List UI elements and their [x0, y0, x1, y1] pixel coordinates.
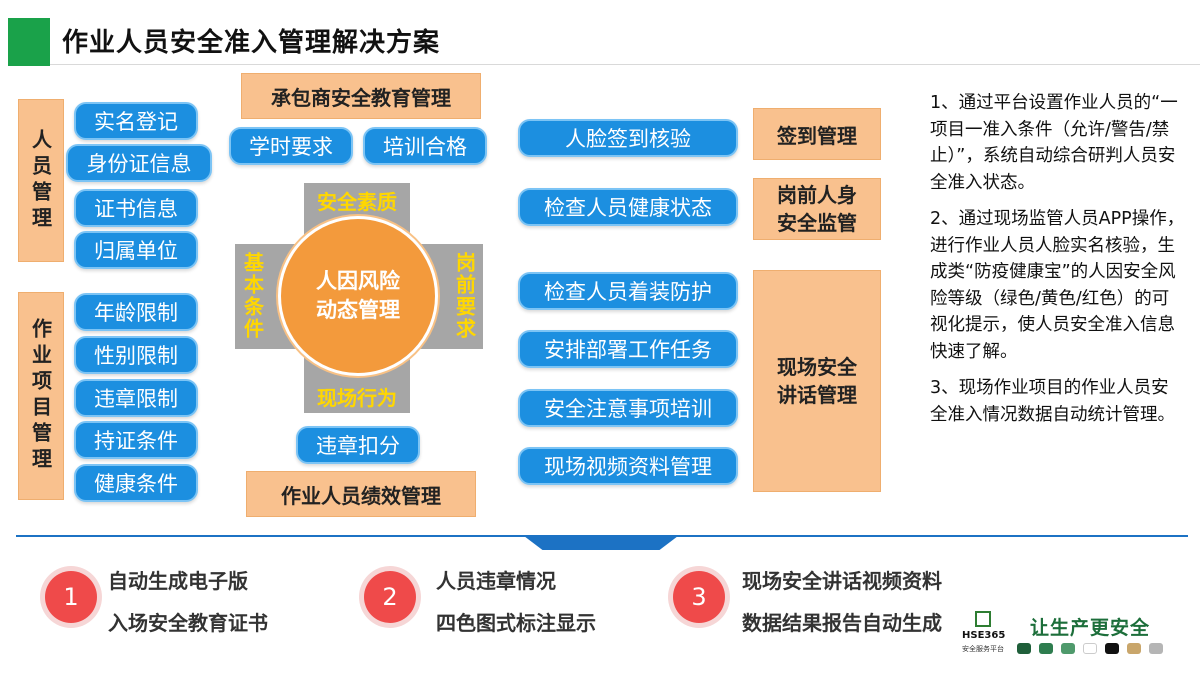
pre-job-safety-line-2: 安全监管 — [777, 211, 857, 235]
description-panel: 1、通过平台设置作业人员的“一项目一准入条件（允许/警告/禁止）”，系统自动综合… — [930, 90, 1185, 438]
hse365-logo-icon — [975, 611, 991, 627]
pill-study-hours[interactable]: 学时要求 — [229, 127, 353, 165]
pill-training-passed[interactable]: 培训合格 — [363, 127, 487, 165]
pill-real-name-registration[interactable]: 实名登记 — [74, 102, 198, 140]
pill-task-assignment[interactable]: 安排部署工作任务 — [518, 330, 738, 368]
title-accent-bar — [8, 18, 50, 66]
pill-affiliated-unit[interactable]: 归属单位 — [74, 231, 198, 269]
swatch — [1083, 643, 1097, 654]
feature-2-line-1: 人员违章情况 — [436, 569, 556, 593]
site-talk-line-1: 现场安全 — [777, 355, 857, 379]
cross-label-safety-quality: 安全素质 — [317, 190, 397, 214]
pill-certificate-info[interactable]: 证书信息 — [74, 189, 198, 227]
feature-1-line-2: 入场安全教育证书 — [108, 611, 268, 635]
description-item-2: 2、通过现场监管人员APP操作，进行作业人员人脸实名核验，生成类“防疫健康宝”的… — [930, 209, 1185, 362]
brand-slogan: 让生产更安全 — [1030, 617, 1151, 639]
brand-subtitle: 安全服务平台 — [962, 645, 1004, 653]
pill-safety-training[interactable]: 安全注意事项培训 — [518, 389, 738, 427]
pill-gender-limit[interactable]: 性别限制 — [74, 336, 198, 374]
feature-3-line-2: 数据结果报告自动生成 — [742, 611, 942, 635]
site-talk-line-2: 讲话管理 — [777, 383, 857, 407]
circle-line-2: 动态管理 — [316, 298, 400, 322]
swatch — [1105, 643, 1119, 654]
feature-1-line-1: 自动生成电子版 — [108, 569, 248, 593]
feature-2: 人员违章情况 四色图式标注显示 — [436, 560, 596, 644]
pre-job-safety-label: 岗前人身 安全监管 — [753, 178, 881, 240]
pill-certification-condition[interactable]: 持证条件 — [74, 421, 198, 459]
contractor-education-header: 承包商安全教育管理 — [241, 73, 481, 119]
pill-violation-deduction[interactable]: 违章扣分 — [296, 426, 420, 464]
divider-tab — [524, 536, 678, 550]
swatch — [1039, 643, 1053, 654]
feature-number-3: 3 — [673, 571, 725, 623]
feature-1: 自动生成电子版 入场安全教育证书 — [108, 560, 268, 644]
swatch — [1061, 643, 1075, 654]
pill-health-check[interactable]: 检查人员健康状态 — [518, 188, 738, 226]
feature-number-1: 1 — [45, 571, 97, 623]
cross-label-basic-conditions: 基本条件 — [240, 252, 265, 340]
swatch — [1149, 643, 1163, 654]
cross-label-pre-job-requirements: 岗前要求 — [452, 252, 477, 340]
title-divider — [50, 64, 1200, 65]
pill-attire-protection[interactable]: 检查人员着装防护 — [518, 272, 738, 310]
description-item-3: 3、现场作业项目的作业人员安全准入情况数据自动统计管理。 — [930, 378, 1175, 425]
site-talk-management-label: 现场安全 讲话管理 — [753, 270, 881, 492]
page-title: 作业人员安全准入管理解决方案 — [62, 28, 441, 58]
swatch — [1017, 643, 1031, 654]
swatch — [1127, 643, 1141, 654]
brand-name: HSE365 — [962, 630, 1006, 641]
feature-number-2: 2 — [364, 571, 416, 623]
pill-age-limit[interactable]: 年龄限制 — [74, 293, 198, 331]
cross-label-on-site-behavior: 现场行为 — [317, 386, 397, 410]
checkin-management-label: 签到管理 — [753, 108, 881, 160]
circle-line-1: 人因风险 — [316, 268, 400, 293]
work-project-management-label: 作业项目管理 — [18, 292, 64, 500]
pill-face-checkin[interactable]: 人脸签到核验 — [518, 119, 738, 157]
performance-management-header: 作业人员绩效管理 — [246, 471, 476, 517]
human-factor-risk-circle: 人因风险 动态管理 — [278, 216, 438, 376]
brand-color-swatches — [1017, 643, 1163, 654]
pill-violation-limit[interactable]: 违章限制 — [74, 379, 198, 417]
feature-3: 现场安全讲话视频资料 数据结果报告自动生成 — [742, 560, 942, 644]
pill-health-condition[interactable]: 健康条件 — [74, 464, 198, 502]
pill-video-management[interactable]: 现场视频资料管理 — [518, 447, 738, 485]
description-item-1: 1、通过平台设置作业人员的“一项目一准入条件（允许/警告/禁止）”，系统自动综合… — [930, 93, 1178, 193]
pre-job-safety-line-1: 岗前人身 — [777, 183, 857, 207]
feature-3-line-1: 现场安全讲话视频资料 — [742, 569, 942, 593]
personnel-management-label: 人员管理 — [18, 99, 64, 262]
feature-2-line-2: 四色图式标注显示 — [436, 611, 596, 635]
pill-id-card-info[interactable]: 身份证信息 — [66, 144, 212, 182]
